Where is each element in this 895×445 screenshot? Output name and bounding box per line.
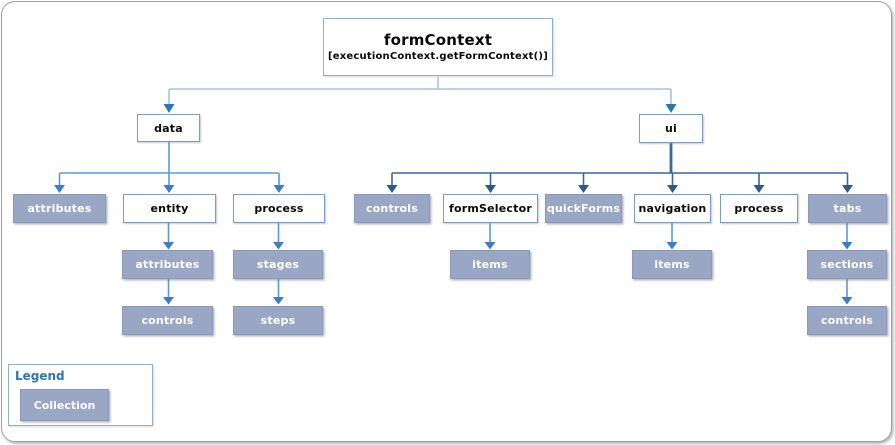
node-ui-process: process — [720, 194, 798, 223]
legend: Legend Collection — [8, 364, 153, 426]
connector-root — [163, 77, 677, 113]
node-navigation-items: items — [632, 250, 712, 279]
node-ui-controls: controls — [354, 194, 430, 223]
node-data-process: process — [233, 194, 325, 223]
node-quickforms: quickForms — [545, 194, 622, 223]
node-sections: sections — [807, 250, 887, 279]
legend-title: Legend — [15, 369, 65, 383]
node-stages: stages — [233, 250, 323, 279]
node-steps: steps — [233, 306, 323, 335]
node-sections-controls: controls — [807, 306, 887, 335]
node-entity-attributes: attributes — [122, 250, 213, 279]
node-tabs: tabs — [808, 194, 887, 223]
arrow-to-data — [163, 104, 175, 113]
node-data-attributes: attributes — [13, 194, 106, 223]
node-formselector: formSelector — [443, 194, 538, 223]
node-formcontext: formContext [executionContext.getFormCon… — [323, 18, 553, 76]
connector-ui-branch — [386, 143, 853, 305]
node-ui: ui — [639, 114, 703, 143]
node-formcontext-title: formContext — [383, 30, 493, 49]
connector-data-branch — [54, 142, 285, 305]
node-formselector-items: items — [450, 250, 530, 279]
node-formcontext-subtitle: [executionContext.getFormContext()] — [328, 50, 548, 62]
node-data: data — [137, 114, 200, 142]
node-navigation: navigation — [634, 194, 711, 223]
node-entity: entity — [123, 194, 216, 223]
node-entity-controls: controls — [122, 306, 213, 335]
arrow-to-ui — [665, 104, 677, 113]
legend-collection-swatch: Collection — [20, 389, 109, 421]
